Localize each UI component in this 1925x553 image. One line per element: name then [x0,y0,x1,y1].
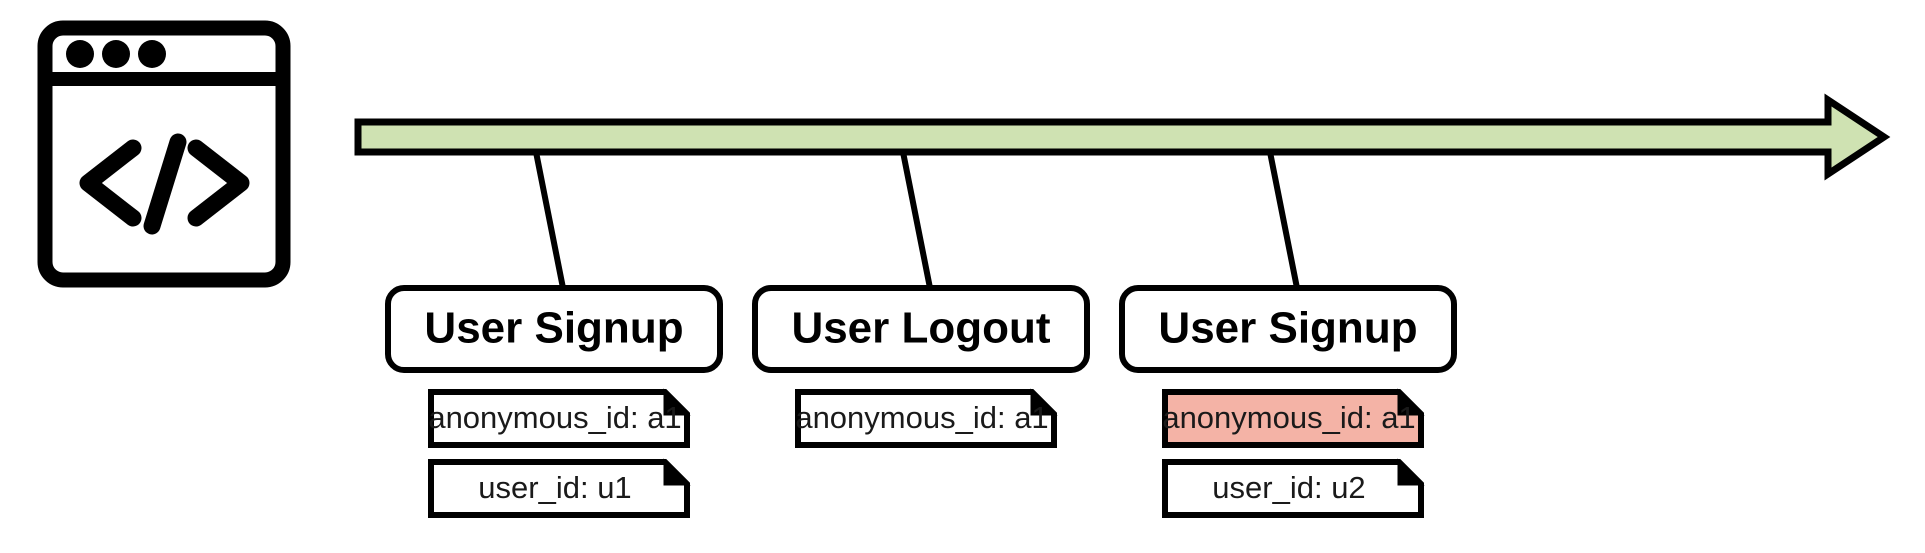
code-slash-icon [143,133,187,235]
tag-shape[interactable] [1162,459,1424,518]
property-tag-user-id-3[interactable]: user_id: u2 [1162,458,1425,518]
tag-fold-corner-icon [1030,388,1058,416]
event-title-2: User Logout [791,304,1050,353]
event-box-3[interactable] [1119,285,1457,373]
window-frame [37,20,291,288]
property-tag-anonymous-id-3[interactable]: anonymous_id: a1 [1162,388,1425,448]
window-dot-1 [66,40,94,68]
connector-event-1 [533,151,627,291]
event-title-3: User Signup [1158,304,1417,353]
code-angle-left-icon [79,139,142,227]
event-card-2[interactable]: User Logout anonymous_id: a1 [752,285,1090,448]
timeline-arrow [354,93,1891,181]
tag-fold-corner-icon [663,388,691,416]
tag-label: user_id: u2 [1212,470,1365,505]
event-box-1[interactable] [385,285,723,373]
event-card-3[interactable]: User Signup anonymous_id: a1 user_id: u2 [1119,285,1457,518]
window-dot-2 [102,40,130,68]
tag-fold-corner-icon [663,458,691,486]
tag-shape-highlighted[interactable] [1162,389,1424,448]
tag-shape[interactable] [795,389,1057,448]
tag-label: anonymous_id: a1 [1162,400,1415,435]
connector-event-2 [900,151,994,291]
property-tag-anonymous-id-2[interactable]: anonymous_id: a1 [795,388,1058,448]
property-tag-user-id-1[interactable]: user_id: u1 [428,458,691,518]
tag-label: anonymous_id: a1 [795,400,1048,435]
code-window-icon [37,20,291,288]
tag-label: user_id: u1 [478,470,631,505]
connector-event-3 [1267,151,1361,291]
event-box-2[interactable] [752,285,1090,373]
tag-fold-corner-icon [1397,388,1425,416]
connector-group [533,151,1361,291]
tag-shape[interactable] [428,459,690,518]
property-tag-anonymous-id-1[interactable]: anonymous_id: a1 [428,388,691,448]
window-dot-3 [138,40,166,68]
event-card-1[interactable]: User Signup anonymous_id: a1 user_id: u1 [385,285,723,518]
tag-fold-corner-icon [1397,458,1425,486]
code-angle-right-icon [187,139,250,227]
event-title-1: User Signup [424,304,683,353]
tag-shape[interactable] [428,389,690,448]
tag-label: anonymous_id: a1 [428,400,681,435]
